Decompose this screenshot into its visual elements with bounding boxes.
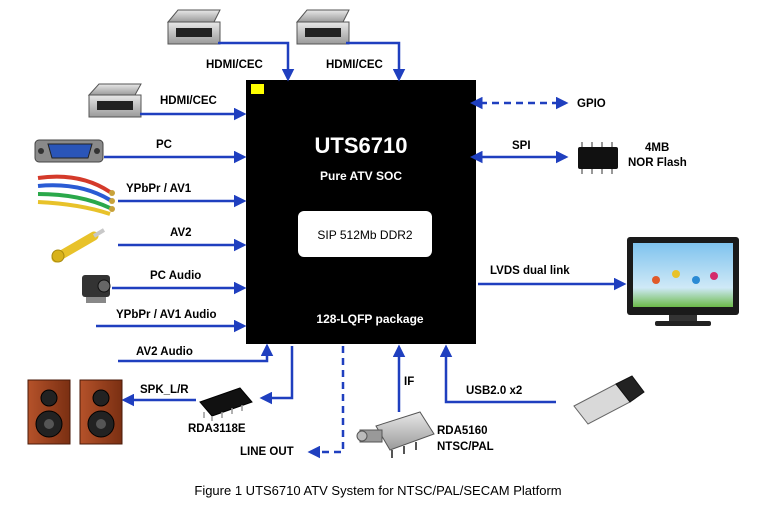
ypbpr-av1-audio-label: YPbPr / AV1 Audio: [116, 309, 217, 321]
flash-type-label: NOR Flash: [628, 157, 687, 169]
rca-cable-icon: [37, 174, 115, 216]
av2-label: AV2: [170, 227, 192, 239]
av2-audio-arrow: [118, 343, 274, 363]
hdmi-left-label: HDMI/CEC: [160, 95, 217, 107]
tuner-standard-label: NTSC/PAL: [437, 441, 494, 453]
line-out-arrow: [307, 346, 345, 459]
vga-connector-icon: [34, 139, 104, 163]
speaker-icon: [27, 379, 71, 445]
spk-label: SPK_L/R: [140, 384, 189, 396]
hdmi-top-2-arrow: [346, 41, 406, 82]
line-out-label: LINE OUT: [240, 446, 294, 458]
speaker-icon: [79, 379, 123, 445]
spk-arrow: [259, 346, 294, 405]
spi-label: SPI: [512, 140, 531, 152]
if-label: IF: [404, 376, 414, 388]
ddr-box: [298, 211, 432, 257]
tv-icon: [627, 237, 739, 326]
amp-label: RDA3118E: [188, 423, 246, 435]
chip-name: UTS6710: [315, 133, 408, 158]
gpio-label: GPIO: [577, 98, 606, 110]
hdmi-top-2-label: HDMI/CEC: [326, 59, 383, 71]
nor-flash-chip-icon: [578, 142, 618, 174]
rca-yellow-icon: [51, 228, 106, 263]
hdmi-connector-icon: [295, 9, 350, 45]
soc-chip: UTS6710 Pure ATV SOC SIP 512Mb DDR2 128-…: [246, 80, 476, 344]
ypbpr-av1-label: YPbPr / AV1: [126, 183, 192, 195]
audio-jack-icon: [82, 275, 111, 303]
hdmi-connector-icon: [87, 83, 142, 118]
flash-size-label: 4MB: [645, 142, 669, 154]
pin1-indicator: [251, 84, 264, 94]
tuner-icon: [356, 411, 435, 458]
av2-audio-label: AV2 Audio: [136, 346, 193, 358]
tuner-model-label: RDA5160: [437, 425, 488, 437]
usb-arrow: [439, 344, 556, 404]
usb-plug-icon: [573, 375, 645, 425]
ddr-label: SIP 512Mb DDR2: [317, 228, 412, 242]
chip-subtitle: Pure ATV SOC: [320, 169, 402, 183]
hdmi-top-1-label: HDMI/CEC: [206, 59, 263, 71]
pc-label: PC: [156, 139, 172, 151]
hdmi-top-1-arrow: [218, 41, 295, 82]
amplifier-chip-icon: [199, 387, 253, 421]
lvds-label: LVDS dual link: [490, 265, 570, 277]
figure-caption: Figure 1 UTS6710 ATV System for NTSC/PAL…: [194, 483, 561, 498]
usb-label: USB2.0 x2: [466, 385, 522, 397]
pc-audio-label: PC Audio: [150, 270, 201, 282]
hdmi-connector-icon: [166, 9, 221, 45]
chip-package: 128-LQFP package: [316, 312, 423, 326]
